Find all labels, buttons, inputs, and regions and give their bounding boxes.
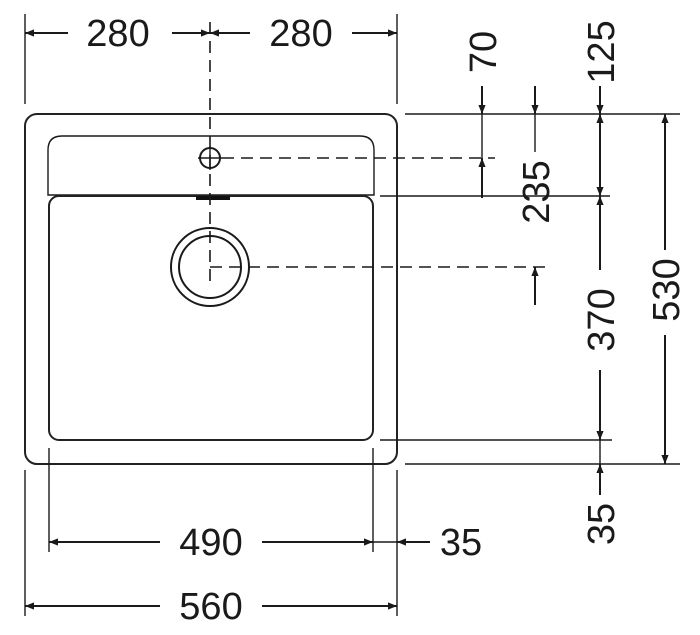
dim-label-280-left: 280: [86, 13, 149, 55]
dim-label-35-right: 35: [581, 503, 623, 545]
dim-label-560: 560: [179, 586, 242, 628]
sink-bowl: [48, 195, 374, 441]
sink-tap-deck: [47, 135, 375, 196]
dim-label-490: 490: [179, 522, 242, 564]
dim-label-280-right: 280: [269, 13, 332, 55]
dim-label-70: 70: [463, 31, 505, 73]
dim-label-35-bottom: 35: [440, 522, 482, 564]
dim-label-125: 125: [581, 20, 623, 83]
dim-label-530: 530: [646, 258, 688, 321]
dim-label-235: 235: [516, 160, 558, 223]
dim-label-370: 370: [581, 288, 623, 351]
